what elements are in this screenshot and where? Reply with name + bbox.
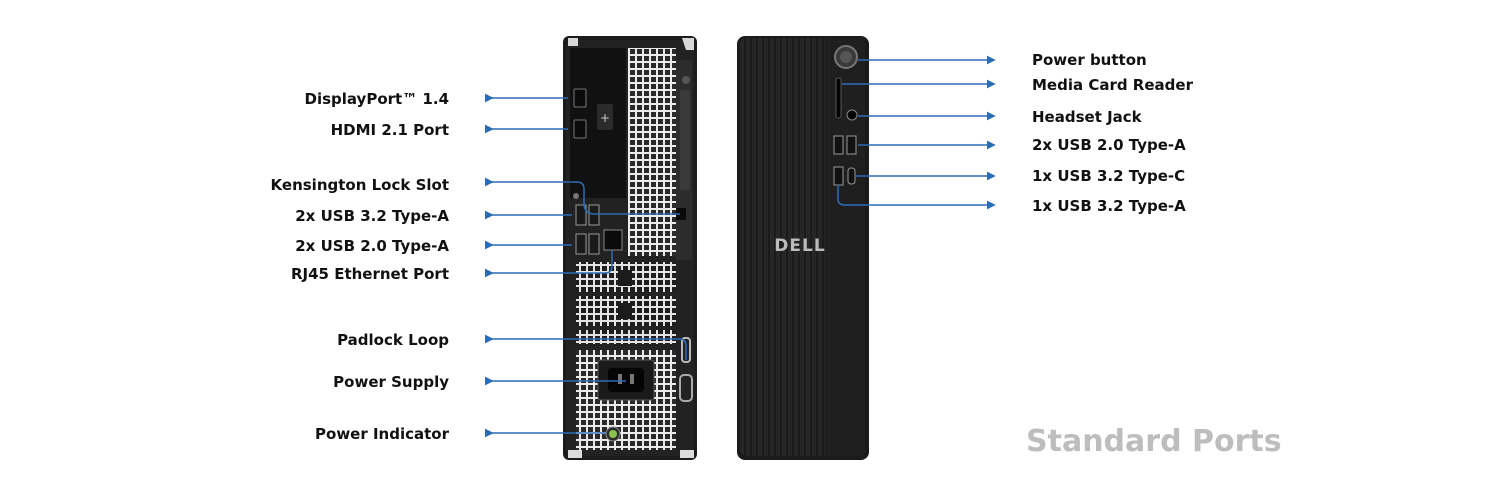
label-rj45: RJ45 Ethernet Port (290, 265, 449, 283)
label-power-indicator: Power Indicator (315, 425, 449, 443)
rear-usb20-port-1 (575, 233, 587, 255)
label-power-supply: Power Supply (333, 373, 449, 391)
front-usb32a-port (833, 166, 844, 186)
label-padlock: Padlock Loop (337, 331, 449, 349)
rear-chassis: + (563, 36, 697, 460)
arrow-padlock (484, 334, 687, 360)
power-indicator-led (609, 430, 617, 438)
front-usbc-port (847, 167, 856, 185)
rear-usb32-port-1 (575, 204, 587, 226)
label-media-card: Media Card Reader (1032, 76, 1193, 94)
front-chassis (737, 36, 869, 460)
hdmi-port (573, 119, 587, 139)
kensington-slot (676, 208, 686, 220)
displayport-port (573, 88, 587, 108)
label-power-button: Power button (1032, 51, 1147, 69)
label-hdmi: HDMI 2.1 Port (330, 121, 449, 139)
label-headset: Headset Jack (1032, 108, 1142, 126)
dell-logo: DELL (774, 236, 826, 256)
power-supply-socket (608, 368, 644, 392)
media-card-slot (835, 77, 842, 119)
label-usb20a-rear: 2x USB 2.0 Type-A (295, 237, 449, 255)
front-usb20-port-1 (833, 135, 844, 155)
diagram-title: Standard Ports (1026, 424, 1282, 459)
label-displayport: DisplayPort™ 1.4 (304, 90, 450, 108)
upper-vent (628, 48, 676, 256)
rj45-port (603, 229, 623, 251)
label-usb20a-front: 2x USB 2.0 Type-A (1032, 136, 1186, 154)
rear-usb32-port-2 (588, 204, 600, 226)
rear-connectors (484, 93, 687, 438)
arrow-usb32a-front (837, 185, 996, 210)
padlock-loop (681, 337, 691, 363)
label-usb32a-rear: 2x USB 3.2 Type-A (295, 207, 449, 225)
svg-text:+: + (600, 111, 610, 125)
label-usb32a-front: 1x USB 3.2 Type-A (1032, 197, 1186, 215)
arrow-rj45 (484, 250, 613, 278)
headset-jack (846, 109, 858, 121)
front-usb20-port-2 (846, 135, 857, 155)
label-usbc-front: 1x USB 3.2 Type-C (1032, 167, 1186, 185)
front-connectors (837, 55, 996, 210)
rear-usb20-port-2 (588, 233, 600, 255)
label-kensington: Kensington Lock Slot (270, 176, 449, 194)
arrow-kensington (484, 177, 680, 215)
